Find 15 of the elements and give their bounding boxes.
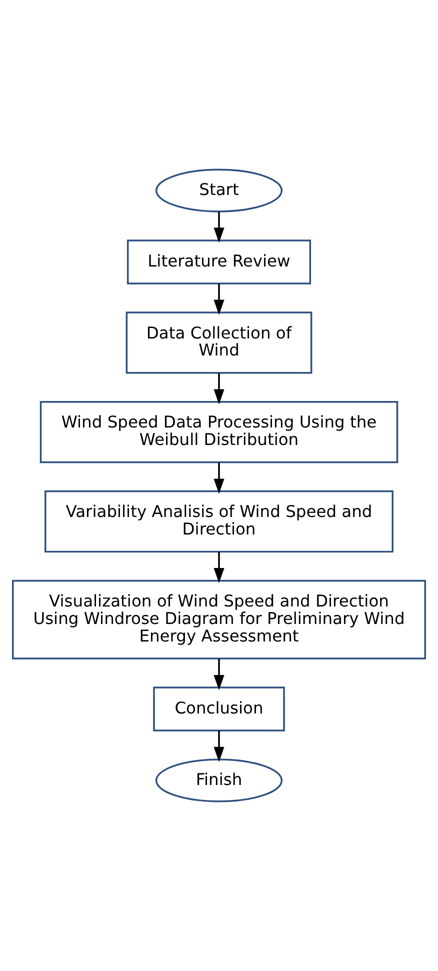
arrow — [214, 462, 224, 494]
arrow — [214, 552, 224, 584]
node-box: Literature Review — [126, 240, 312, 284]
arrow — [214, 658, 224, 690]
arrow — [214, 373, 224, 404]
node-box: Data Collection of Wind — [126, 312, 312, 374]
arrow — [214, 212, 224, 243]
node-box: Variability Analisis of Wind Speed and Direction — [44, 490, 394, 553]
node-box: Conclusion — [153, 686, 285, 732]
arrow — [214, 730, 224, 762]
node-box: Wind Speed Data Processing Using the Weibull Distribution — [40, 401, 398, 464]
node-ellipse: Start — [155, 168, 283, 212]
arrow — [214, 284, 224, 315]
node-ellipse: Finish — [155, 758, 283, 802]
node-box: Visualization of Wind Speed and Direction Using Windrose Diagram for Preliminary Wind Energy Assessment — [12, 580, 426, 660]
